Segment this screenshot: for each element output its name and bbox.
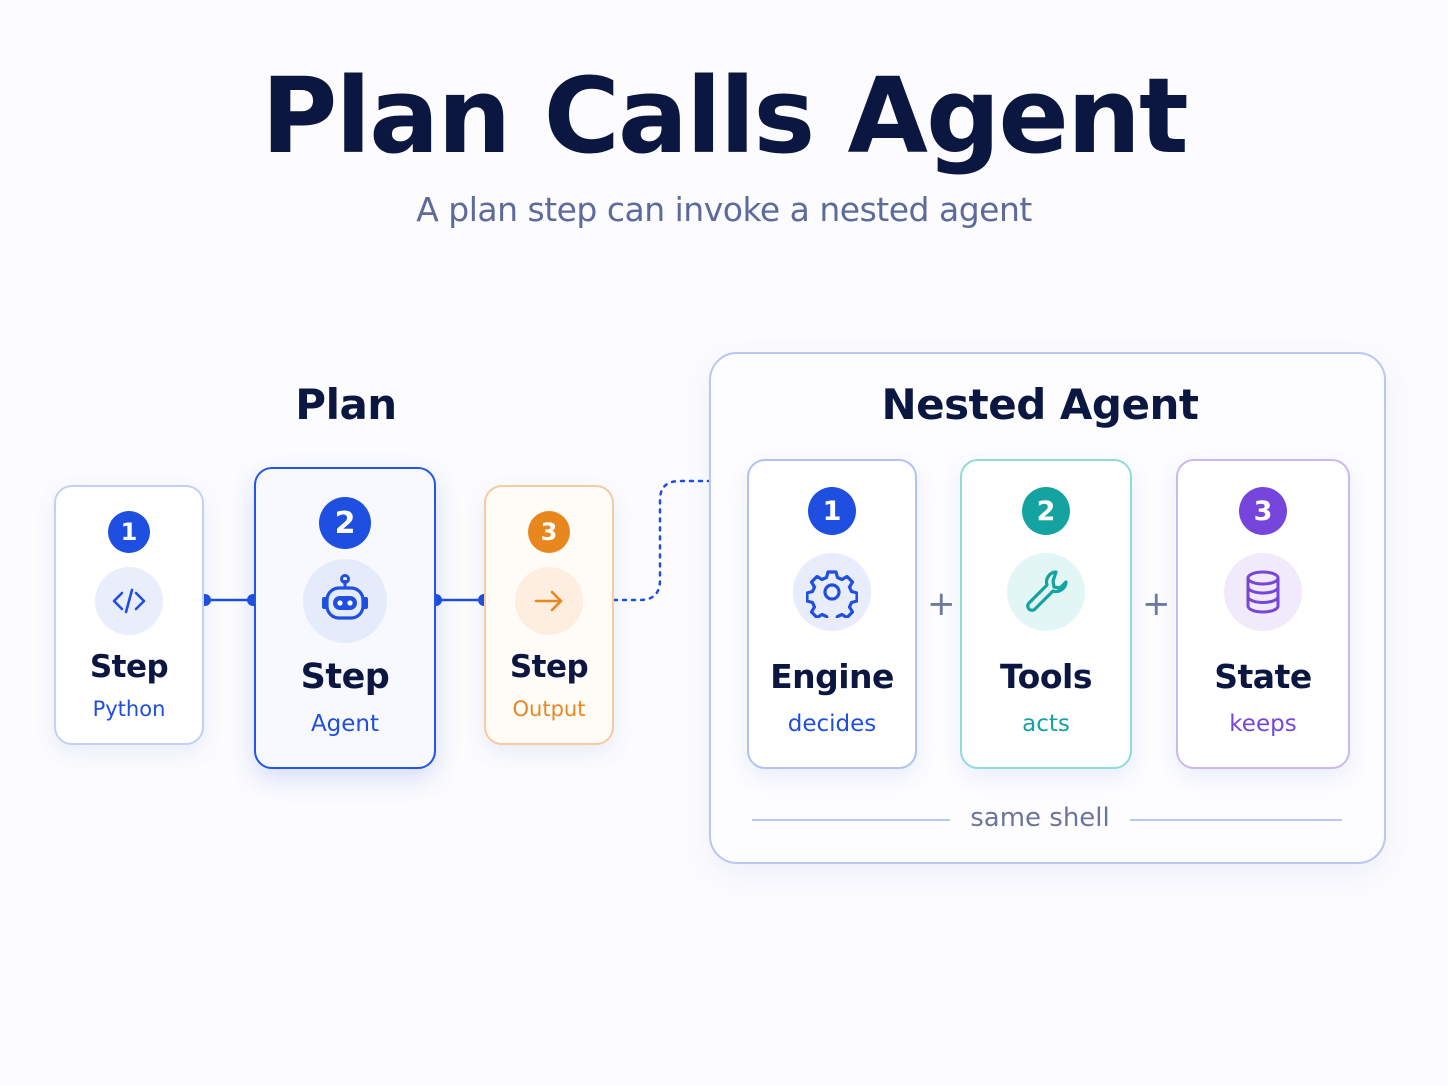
nested-agent-label: Nested Agent bbox=[881, 380, 1199, 429]
part-number-badge: 1 bbox=[808, 487, 856, 535]
step-subtitle: Python bbox=[92, 697, 166, 721]
nested-part-state-card: 3 State keeps bbox=[1176, 459, 1350, 769]
part-title: Tools bbox=[1000, 657, 1092, 696]
part-number-badge: 2 bbox=[1022, 487, 1070, 535]
plus-operator: + bbox=[927, 584, 956, 624]
page-title: Plan Calls Agent bbox=[261, 55, 1188, 177]
plan-step-1-card: 1 Step Python bbox=[54, 485, 204, 745]
plus-operator: + bbox=[1142, 584, 1171, 624]
part-number-badge: 3 bbox=[1239, 487, 1287, 535]
step-title: Step bbox=[89, 649, 169, 685]
step-number-badge: 1 bbox=[108, 511, 150, 553]
step-title: Step bbox=[300, 657, 390, 697]
nested-part-engine-card: 1 Engine decides bbox=[747, 459, 917, 769]
wrench-icon bbox=[1007, 553, 1085, 631]
plan-label: Plan bbox=[295, 380, 397, 429]
database-icon bbox=[1224, 553, 1302, 631]
same-shell-label: same shell bbox=[970, 803, 1110, 833]
arrow-right-icon bbox=[515, 567, 583, 635]
part-title: State bbox=[1214, 657, 1312, 696]
shell-divider-left bbox=[752, 819, 950, 821]
step-number-badge: 3 bbox=[528, 511, 570, 553]
robot-icon bbox=[303, 559, 387, 643]
code-icon bbox=[95, 567, 163, 635]
step-subtitle: Agent bbox=[310, 711, 380, 737]
step-number-badge: 2 bbox=[319, 497, 371, 549]
nested-part-tools-card: 2 Tools acts bbox=[960, 459, 1132, 769]
part-subtitle: decides bbox=[787, 711, 877, 737]
step-title: Step bbox=[509, 649, 589, 685]
part-subtitle: keeps bbox=[1229, 711, 1297, 737]
part-subtitle: acts bbox=[1022, 711, 1070, 737]
gear-icon bbox=[793, 553, 871, 631]
plan-step-3-card: 3 Step Output bbox=[484, 485, 614, 745]
page-subtitle: A plan step can invoke a nested agent bbox=[416, 190, 1032, 229]
shell-divider-right bbox=[1130, 819, 1342, 821]
step-subtitle: Output bbox=[512, 697, 586, 721]
connector-to-nested-agent bbox=[612, 479, 711, 602]
part-title: Engine bbox=[770, 657, 894, 696]
plan-step-2-card: 2 Step Agent bbox=[254, 467, 436, 769]
